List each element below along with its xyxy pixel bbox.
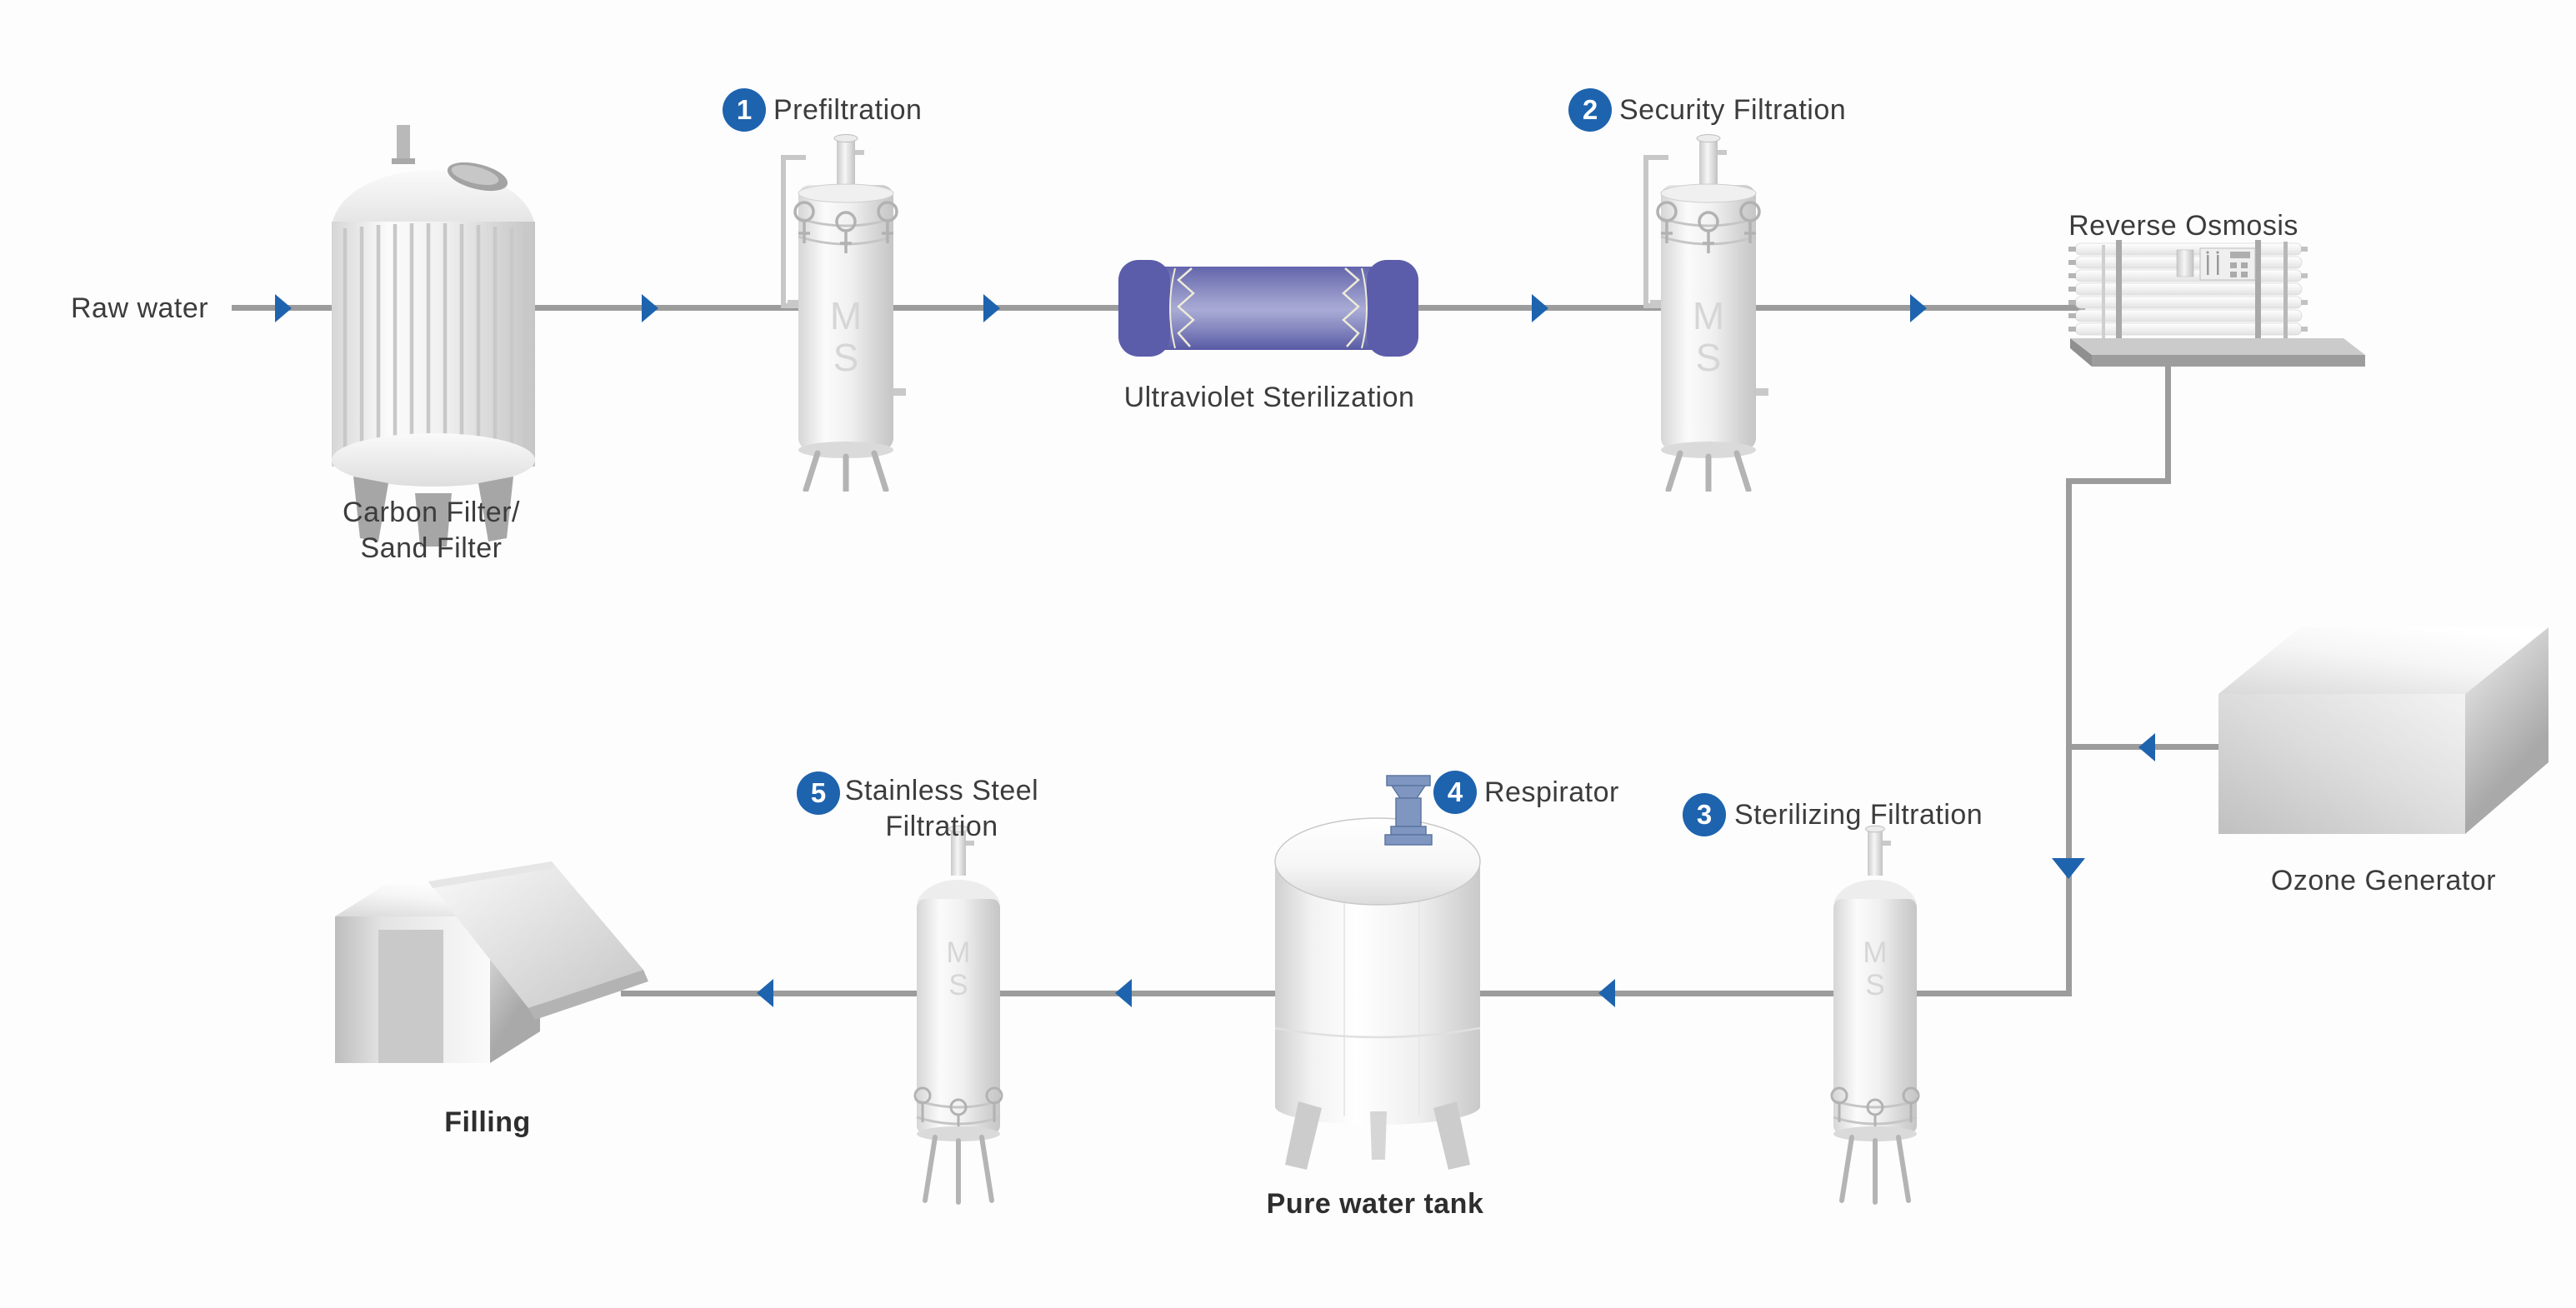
label-reverse-osmosis: Reverse Osmosis (2068, 210, 2298, 242)
step-badge-stainless-steel: 5 (797, 771, 840, 815)
arrow-stainless-to-filling (757, 979, 773, 1007)
arrow-ozone-to-line (2138, 733, 2155, 761)
watermark-s: S (833, 336, 859, 379)
label-pure-water-tank: Pure water tank (1266, 1188, 1484, 1220)
flow-line-ro-down (2165, 358, 2171, 483)
arrow-security-to-ro (1910, 294, 1927, 322)
vessel-watermark: M S (1675, 295, 1742, 378)
label-sterilizing-filtration: Sterilizing Filtration (1734, 799, 1983, 831)
label-uv-sterilization: Ultraviolet Sterilization (1123, 382, 1415, 413)
step-badge-prefiltration: 1 (723, 88, 766, 132)
step-badge-sterilizing-filtration: 3 (1683, 793, 1726, 836)
arrow-uv-to-security (1532, 294, 1548, 322)
sterilizing-filtration-vessel-icon (1817, 821, 1933, 1212)
arrow-tank-to-stainless (1115, 979, 1132, 1007)
flow-line-right-vertical (2066, 478, 2072, 996)
label-carbon-sand-filter: Carbon Filter/ Sand Filter (317, 495, 546, 567)
arrow-sterilizing-to-tank (1598, 979, 1615, 1007)
reverse-osmosis-machine-icon (2068, 240, 2368, 407)
stainless-steel-filtration-vessel-icon (900, 821, 1017, 1212)
flow-line-jog (2066, 478, 2171, 484)
filling-box-icon (315, 843, 748, 1110)
uv-sterilizer-icon (1118, 258, 1418, 358)
watermark-m: M (1692, 294, 1725, 337)
respirator-valve-icon (1382, 775, 1435, 846)
arrow-raw-water-to-carbon (275, 294, 292, 322)
vessel-watermark: M S (813, 295, 879, 378)
carbon-sand-filter-tank-icon (325, 123, 542, 557)
label-stainless-steel-filtration: Stainless Steel Filtration (840, 773, 1043, 845)
label-carbon-line1: Carbon Filter/ (343, 497, 520, 528)
watermark-m: M (829, 294, 863, 337)
watermark-s: S (1695, 336, 1722, 379)
arrow-prefiltration-to-uv (983, 294, 1000, 322)
label-filling: Filling (444, 1106, 531, 1138)
ozone-generator-icon (2217, 621, 2550, 837)
watermark-s: S (1865, 969, 1885, 1001)
step-badge-respirator: 4 (1433, 771, 1477, 814)
label-carbon-line2: Sand Filter (360, 532, 503, 564)
label-prefiltration: Prefiltration (773, 94, 923, 126)
label-stainless-line1: Stainless Steel (844, 775, 1039, 806)
watermark-m: M (946, 936, 971, 969)
label-ozone-generator: Ozone Generator (2270, 865, 2497, 896)
vessel-watermark: M S (1846, 936, 1904, 1001)
label-respirator: Respirator (1484, 776, 1619, 808)
arrow-down-to-sterilizing (2052, 858, 2085, 879)
watermark-s: S (948, 969, 968, 1001)
watermark-m: M (1863, 936, 1888, 969)
label-raw-water: Raw water (71, 292, 209, 324)
arrow-carbon-to-prefiltration (642, 294, 658, 322)
label-security-filtration: Security Filtration (1619, 94, 1847, 126)
vessel-watermark: M S (929, 936, 988, 1001)
step-badge-security-filtration: 2 (1568, 88, 1612, 132)
pure-water-tank-icon (1265, 810, 1490, 1189)
label-stainless-line2: Filtration (885, 811, 998, 842)
